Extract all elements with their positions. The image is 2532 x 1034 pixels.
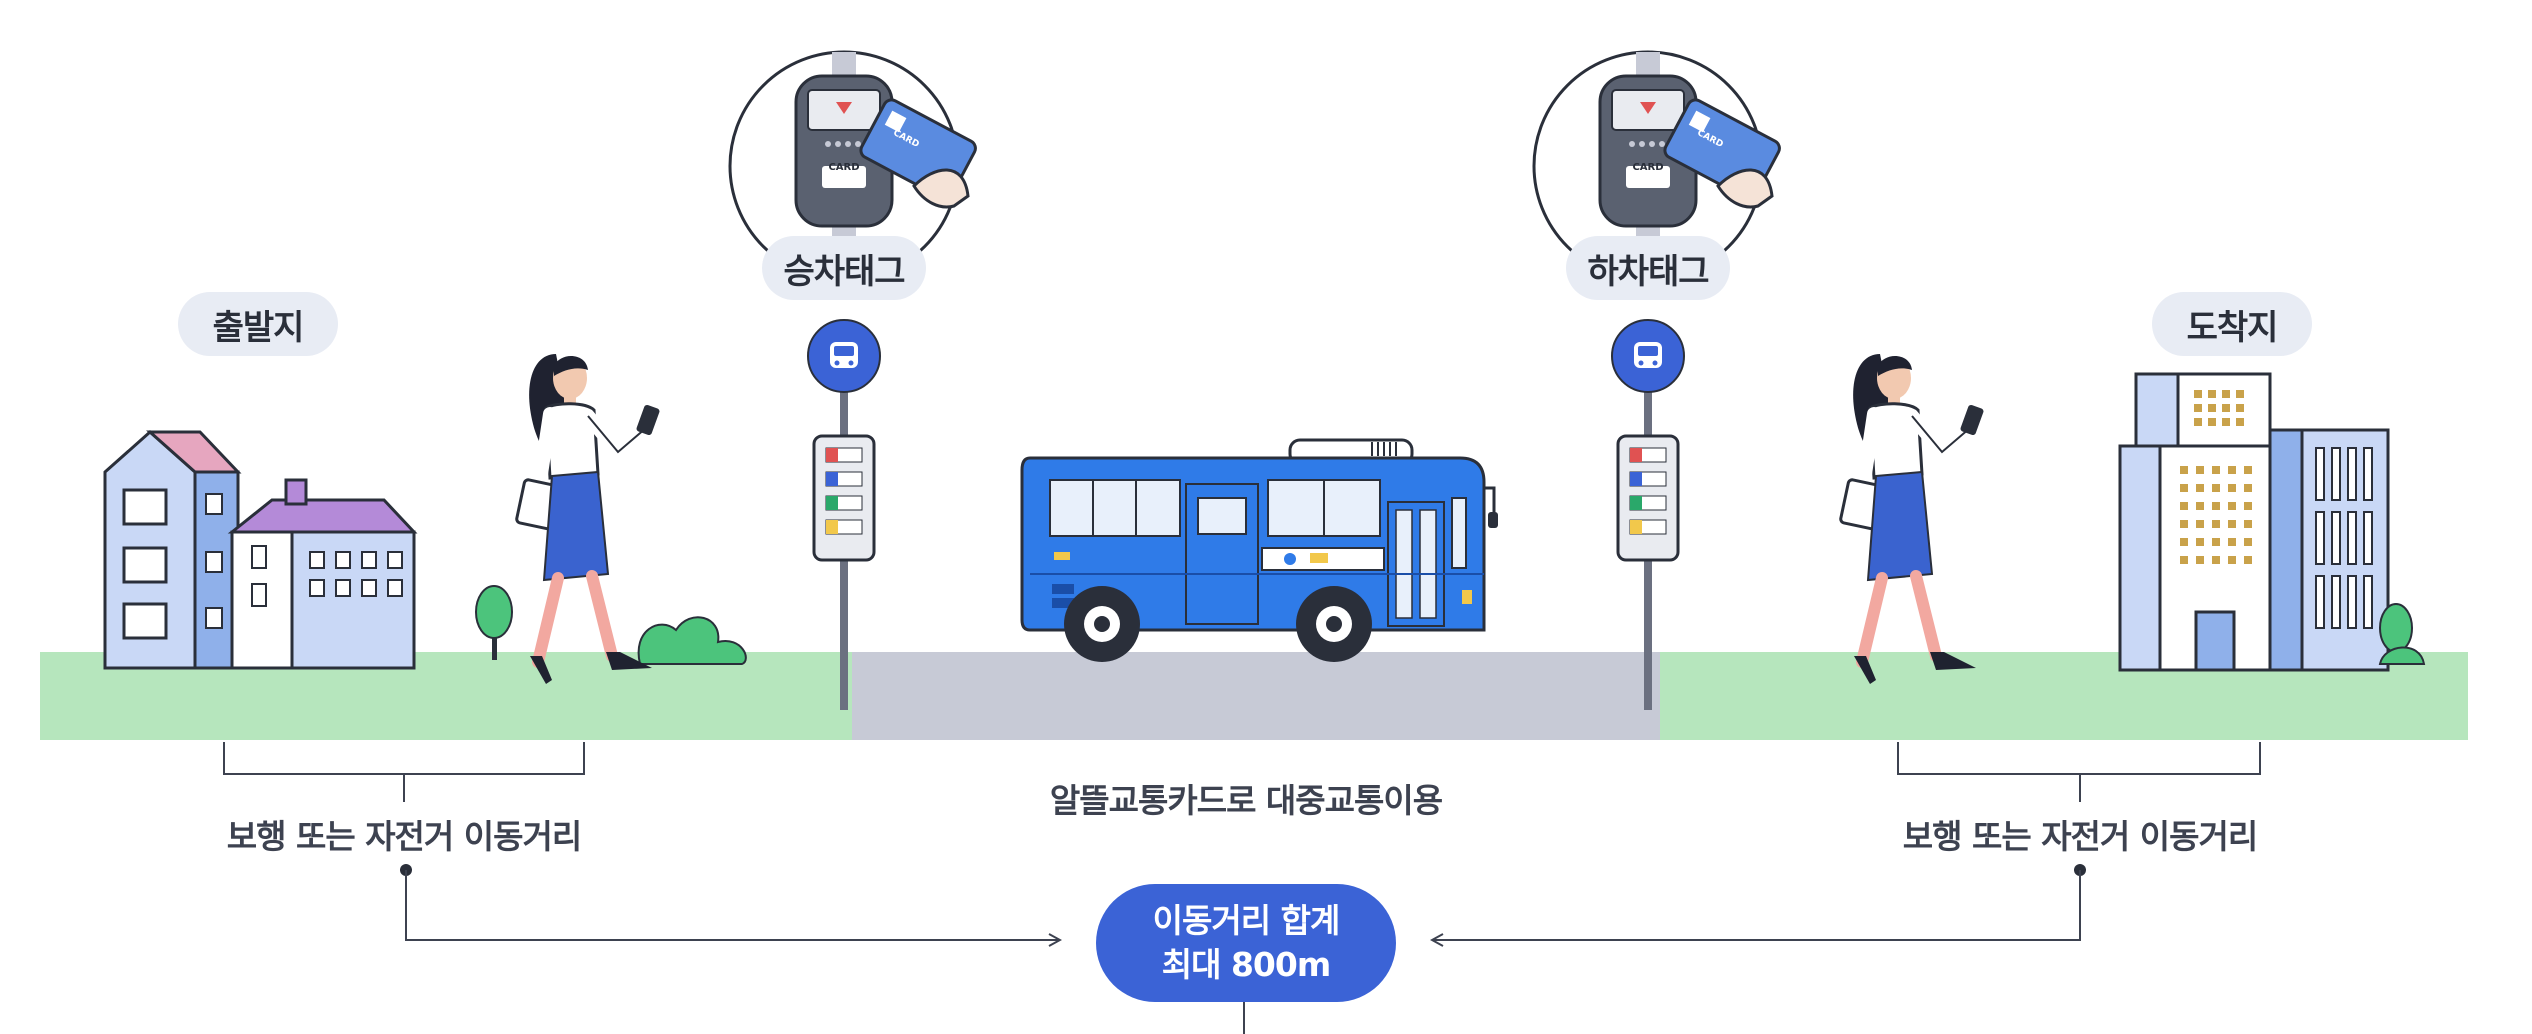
tree-right — [2378, 603, 2426, 665]
transit-caption: 알뜰교통카드로 대중교통이용 — [1049, 781, 1443, 820]
total-distance-title: 이동거리 합계 — [1152, 901, 1341, 940]
total-distance-value: 최대 800m — [1161, 945, 1331, 984]
walk-distance-caption-left: 보행 또는 자전거 이동거리 — [226, 817, 582, 856]
card-reader-text-left: CARD — [828, 162, 860, 173]
bracket-right — [1897, 742, 2261, 802]
bracket-left — [223, 742, 585, 802]
card-reader-text-right: CARD — [1632, 162, 1664, 173]
bus-stop-right-icon — [1610, 318, 1686, 712]
walking-person-left — [516, 354, 660, 684]
walking-person-right — [1840, 354, 1984, 684]
destination-label: 도착지 — [2152, 292, 2312, 356]
road — [852, 652, 1660, 740]
tree-left — [475, 585, 513, 660]
walk-distance-caption-right: 보행 또는 자전거 이동거리 — [1902, 817, 2258, 856]
connector-arrow-right — [1432, 870, 2081, 940]
boarding-tag-label: 승차태그 — [762, 236, 926, 300]
origin-label: 출발지 — [178, 292, 338, 356]
bus-stop-left-icon — [806, 318, 882, 712]
bus-icon — [1020, 438, 1498, 662]
total-distance-badge: 이동거리 합계 최대 800m — [1096, 884, 1396, 1002]
alighting-tag-label: 하차태그 — [1566, 236, 1730, 300]
connector-arrow-left — [405, 870, 1060, 940]
bush-left — [637, 616, 747, 665]
destination-building — [2118, 372, 2390, 672]
origin-buildings — [103, 429, 418, 670]
